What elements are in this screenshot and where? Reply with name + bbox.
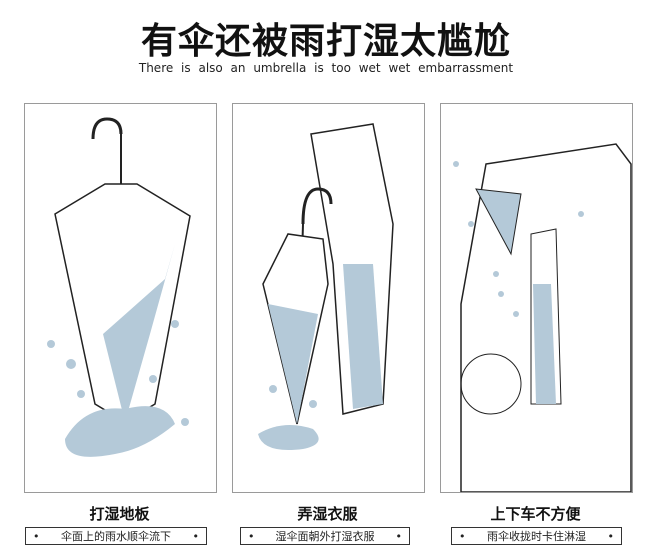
- caption-wet-floor: 打湿地板: [89, 505, 150, 523]
- page-subtitle: There is also an umbrella is too wet wet…: [138, 61, 514, 75]
- illustration-bus-boarding: [440, 103, 633, 493]
- bullet: •: [192, 529, 200, 543]
- tag-text: 湿伞面朝外打湿衣服: [275, 530, 375, 543]
- bullet: •: [33, 529, 40, 543]
- tag-text: 雨伞收拢时卡住淋湿: [487, 530, 586, 543]
- bullet: •: [248, 529, 255, 543]
- bullet: •: [395, 529, 403, 543]
- caption-bus-boarding: 上下车不方便: [490, 505, 581, 523]
- caption-wet-clothes: 弄湿衣服: [297, 505, 358, 523]
- tag-text: 伞面上的雨水顺伞流下: [61, 530, 171, 543]
- illustration-wet-clothes: [232, 103, 425, 493]
- tag-bus-boarding: • 雨伞收拢时卡住淋湿 •: [451, 527, 622, 545]
- illustration-wet-floor: [24, 103, 217, 493]
- bullet: •: [607, 529, 615, 543]
- tag-wet-clothes: • 湿伞面朝外打湿衣服 •: [240, 527, 410, 545]
- page-title: 有伞还被雨打湿太尴尬: [140, 21, 511, 62]
- tag-wet-floor: • 伞面上的雨水顺伞流下 •: [25, 527, 207, 545]
- bullet: •: [459, 529, 466, 543]
